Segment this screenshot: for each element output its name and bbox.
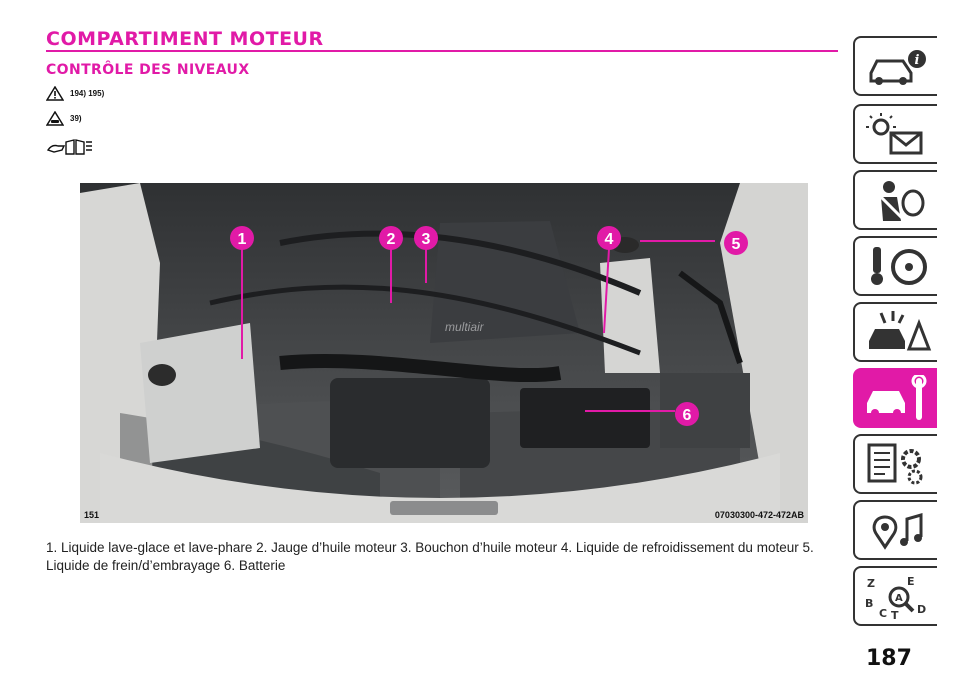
- callout-1: 1: [230, 226, 254, 250]
- tab-maintenance[interactable]: [853, 368, 937, 428]
- engine-bay-photo: multiair 1 2 3 4: [80, 183, 808, 523]
- svg-text:E: E: [907, 575, 915, 588]
- car-maintenance-wrench-icon: [867, 375, 927, 420]
- callout-3: 3: [414, 226, 438, 250]
- caution-references: 39): [46, 111, 82, 126]
- figure-legend: 1. Liquide lave-glace et lave-phare 2. J…: [46, 540, 814, 573]
- technical-data-gears-icon: [867, 443, 923, 485]
- figure-number: 151: [84, 510, 100, 520]
- alphabetical-index-icon: Z E B C T D A: [865, 575, 926, 621]
- figure-code: 07030300-472-472AB: [714, 510, 804, 520]
- callout-4: 4: [597, 226, 621, 250]
- svg-text:Z: Z: [867, 577, 875, 590]
- safety-seatbelt-airbag-icon: [877, 181, 925, 221]
- warning-refs-text: 194) 195): [70, 89, 105, 98]
- svg-text:C: C: [879, 607, 887, 620]
- svg-text:3: 3: [422, 231, 431, 248]
- tab-safety[interactable]: [853, 170, 937, 230]
- svg-text:T: T: [891, 609, 899, 621]
- page-number: 187: [866, 646, 912, 671]
- svg-text:4: 4: [605, 231, 614, 248]
- svg-text:2: 2: [387, 231, 396, 248]
- key-steering-wheel-icon: [871, 247, 927, 285]
- callout-6: 6: [675, 402, 699, 426]
- svg-text:6: 6: [683, 407, 692, 424]
- svg-text:5: 5: [732, 236, 741, 253]
- caution-car-icon: [46, 111, 64, 126]
- svg-text:D: D: [917, 603, 926, 616]
- svg-text:1: 1: [238, 231, 247, 248]
- warning-references: 194) 195): [46, 86, 104, 101]
- tab-technical-data[interactable]: [853, 434, 937, 494]
- svg-text:A: A: [895, 593, 903, 604]
- section-title: COMPARTIMENT MOTEUR: [46, 28, 324, 50]
- svg-text:B: B: [865, 597, 873, 610]
- engine-cover-label: multiair: [445, 320, 485, 334]
- warning-lights-icon: [866, 113, 923, 155]
- tab-emergency[interactable]: [853, 302, 937, 362]
- hand-book-icon: [46, 139, 92, 155]
- svg-text:i: i: [915, 53, 920, 68]
- figure-caption-bar: 151 07030300-472-472AB: [80, 509, 808, 523]
- warning-triangle-icon: [46, 86, 64, 101]
- callout-2: 2: [379, 226, 403, 250]
- section-subtitle: CONTRÔLE DES NIVEAUX: [46, 62, 250, 78]
- multimedia-icon: [872, 513, 923, 550]
- tab-car-info[interactable]: i: [853, 36, 937, 96]
- tab-multimedia[interactable]: [853, 500, 937, 560]
- title-divider: [46, 50, 838, 52]
- callout-5: 5: [724, 231, 748, 255]
- caution-refs-text: 39): [70, 114, 82, 123]
- tab-warning-lights[interactable]: [853, 104, 937, 164]
- car-info-icon: i: [869, 50, 926, 85]
- car-accident-icon: [869, 311, 932, 351]
- tab-start-driving[interactable]: [853, 236, 937, 296]
- tab-index[interactable]: Z E B C T D A: [853, 566, 937, 626]
